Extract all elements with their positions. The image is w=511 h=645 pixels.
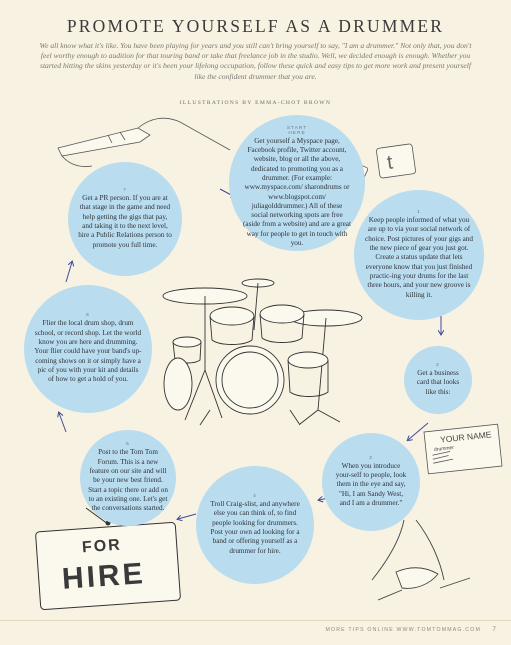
intro-paragraph: We all know what it's like. You have bee… <box>39 41 472 81</box>
bubble-4-number: 4 <box>253 494 257 500</box>
svg-text:t: t <box>386 152 395 175</box>
bubble-start-label: START HERE <box>286 125 308 136</box>
bubble-step-2: 2 Get a business card that looks like th… <box>404 346 472 414</box>
footer-link-text[interactable]: MORE TIPS ONLINE WWW.TOMTOMMAG.COM <box>325 627 481 633</box>
bubble-step-6: 6 Flier the local drum shop, drum school… <box>24 285 152 413</box>
bubble-start-text: Get yourself a Myspace page, Facebook pr… <box>243 136 351 247</box>
bubble-1-text: Keep people informed of what you are up … <box>365 216 473 299</box>
bubble-step-4: 4 Troll Craig-slist, and anywhere else y… <box>196 466 314 584</box>
bubble-3-text: When you introduce your-self to people, … <box>335 461 407 507</box>
bubble-step-1: 1 Keep people informed of what you are u… <box>354 190 484 320</box>
for-hire-sign-line2: HIRE <box>60 557 147 596</box>
footer-divider <box>0 620 511 621</box>
handshake-illustration <box>371 519 471 601</box>
bubble-6-text: Flier the local drum shop, drum school, … <box>34 319 142 384</box>
bubble-step-5: 5 Post to the Tom Tom Forum. This is a n… <box>80 430 176 526</box>
hand-drumstick-illustration <box>57 117 231 167</box>
bubble-5-number: 5 <box>126 442 130 448</box>
bubble-6-number: 6 <box>86 313 90 319</box>
bubble-step-3: 3 When you introduce your-self to people… <box>322 433 420 531</box>
illustration-credit: ILLUSTRATIONS BY EMMA-CHOT BROWN <box>179 100 332 106</box>
bubble-start-here: START HERE Get yourself a Myspace page, … <box>229 115 365 251</box>
bubble-7-text: Get a PR person. If you are at that stag… <box>78 194 172 249</box>
bubble-7-number: 7 <box>123 188 127 194</box>
bubble-5-text: Post to the Tom Tom Forum. This is a new… <box>88 448 168 513</box>
for-hire-sign-illustration <box>35 507 181 611</box>
page-number: 7 <box>492 626 496 633</box>
business-card-illustration <box>423 423 503 475</box>
bubble-3-number: 3 <box>369 455 373 461</box>
bubble-2-text: Get a business card that looks like this… <box>416 369 460 396</box>
page-title: PROMOTE YOURSELF AS A DRUMMER <box>66 16 445 36</box>
for-hire-sign-line1: FOR <box>81 536 123 557</box>
bubble-step-7: 7 Get a PR person. If you are at that st… <box>68 162 182 276</box>
drum-kit-illustration <box>162 278 363 426</box>
bubble-4-text: Troll Craig-slist, and anywhere else you… <box>210 500 300 555</box>
bubble-2-number: 2 <box>436 363 440 369</box>
bubble-1-number: 1 <box>417 210 421 216</box>
